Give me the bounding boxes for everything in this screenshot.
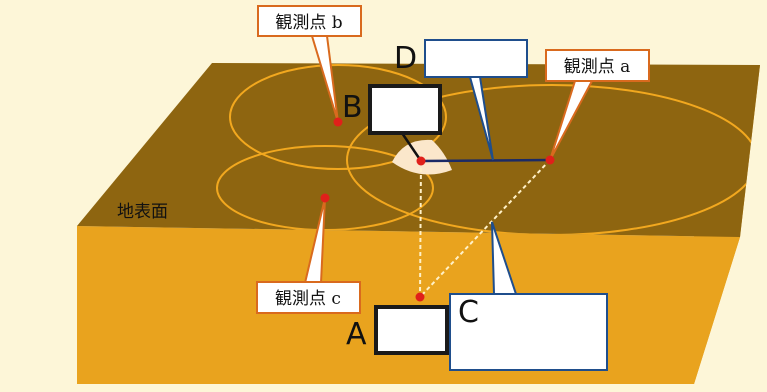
dashed-line-vertical [419, 160, 422, 298]
label-box-b [257, 5, 362, 37]
dashed-line-to-a [419, 159, 551, 298]
letter-c: C [458, 295, 479, 330]
answer-box-a[interactable] [378, 309, 445, 351]
label-observation-a: 観測点 a [564, 57, 631, 77]
label-ground-surface: 地表面 [117, 202, 168, 222]
label-observation-b: 観測点 b [275, 13, 342, 33]
surface-line-a [420, 158, 551, 163]
letter-a: A [346, 317, 367, 352]
point-hypocenter [415, 292, 425, 302]
point-epicenter [416, 156, 426, 166]
point-c [320, 193, 330, 203]
label-box-a [545, 49, 650, 82]
answer-box-b[interactable] [372, 88, 438, 131]
label-observation-c: 観測点 c [275, 289, 341, 309]
point-a [545, 155, 555, 165]
answer-box-d[interactable] [424, 39, 528, 78]
circle-c [216, 145, 434, 231]
circle-b [229, 64, 447, 170]
answer-box-c[interactable] [449, 293, 608, 371]
point-b [333, 117, 343, 127]
letter-d: D [394, 41, 417, 76]
label-box-c [256, 281, 361, 314]
b-leader-line [400, 132, 423, 162]
letter-b: B [342, 90, 363, 125]
